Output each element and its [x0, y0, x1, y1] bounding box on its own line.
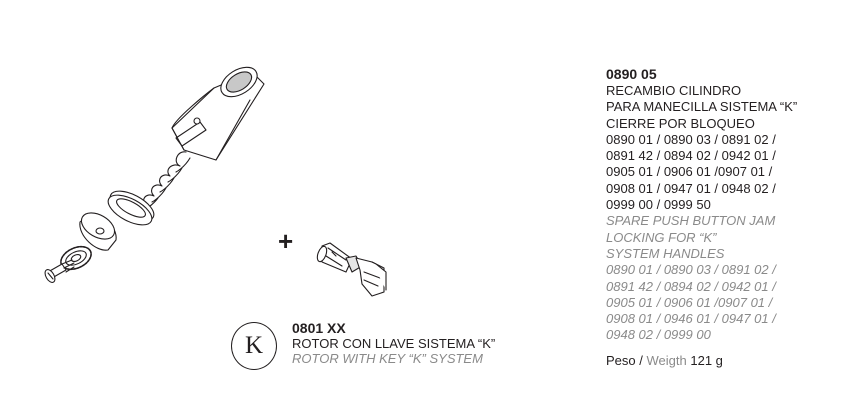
spec-line-en: SYSTEM HANDLES [606, 245, 725, 261]
plus-sign: + [278, 226, 294, 256]
rotor-key-part [316, 242, 387, 297]
weight-info: Peso / Weigth 121 g [606, 353, 723, 368]
spec-line-en: 0948 02 / 0999 00 [606, 327, 711, 343]
spec-line-en: 0905 01 / 0906 01 /0907 01 / [606, 294, 773, 310]
rotor-description-en: ROTOR WITH KEY “K” SYSTEM [292, 350, 483, 366]
rotor-caption: 0801 XX ROTOR CON LLAVE SISTEMA “K” ROTO… [292, 320, 592, 366]
weight-separator: / [639, 353, 643, 368]
screw-part [44, 259, 75, 283]
rotor-description-es: ROTOR CON LLAVE SISTEMA “K” [292, 336, 496, 351]
spec-line-es: CIERRE POR BLOQUEO [606, 115, 755, 131]
washer-ring-part [107, 190, 155, 226]
spacer-disc-part [79, 212, 117, 251]
spec-line-en: SPARE PUSH BUTTON JAM [606, 213, 776, 229]
k-system-badge: K [231, 322, 277, 370]
spec-lines-es: RECAMBIO CILINDRO PARA MANECILLA SISTEMA… [606, 83, 856, 213]
cylinder-body-part [171, 66, 265, 161]
spec-line-es: 0890 01 / 0890 03 / 0891 02 / [606, 131, 776, 147]
spec-line-es: 0908 01 / 0947 01 / 0948 02 / [606, 180, 776, 196]
weight-value: 121 g [690, 353, 723, 368]
spec-line-en: LOCKING FOR “K” [606, 229, 717, 245]
spare-part-spec: 0890 05 RECAMBIO CILINDRO PARA MANECILLA… [606, 66, 856, 344]
spec-line-es: 0999 00 / 0999 50 [606, 197, 711, 213]
weight-label-en: Weigth [646, 353, 687, 368]
weight-label-es: Peso [606, 353, 636, 368]
spare-part-code: 0890 05 [606, 66, 657, 82]
spec-line-es: 0905 01 / 0906 01 /0907 01 / [606, 164, 773, 180]
spec-line-es: 0891 42 / 0894 02 / 0942 01 / [606, 148, 776, 164]
spec-line-en: 0891 42 / 0894 02 / 0942 01 / [606, 278, 776, 294]
spec-lines-en: SPARE PUSH BUTTON JAM LOCKING FOR “K” SY… [606, 213, 856, 343]
spec-line-es: RECAMBIO CILINDRO [606, 83, 742, 98]
spec-line-en: 0908 01 / 0946 01 / 0947 01 / [606, 311, 776, 327]
spec-line-en: 0890 01 / 0890 03 / 0891 02 / [606, 262, 776, 278]
spec-line-es: PARA MANECILLA SISTEMA “K” [606, 99, 798, 115]
rotor-code: 0801 XX [292, 320, 346, 336]
